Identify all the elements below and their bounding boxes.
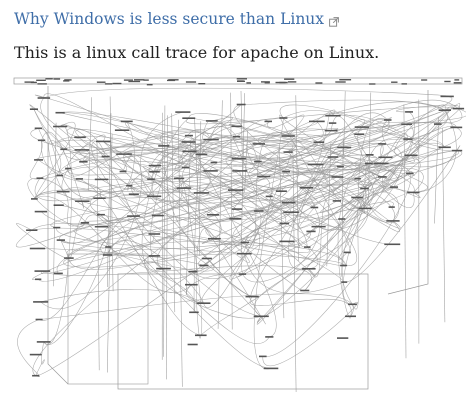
article-link[interactable]: Why Windows is less secure than Linux [14, 10, 325, 28]
article-link-row: Why Windows is less secure than Linux [14, 8, 339, 30]
trace-caption: This is a linux call trace for apache on… [14, 43, 380, 62]
call-trace-diagram [8, 64, 466, 398]
call-graph-image [13, 77, 466, 393]
external-link-icon[interactable] [329, 12, 339, 27]
